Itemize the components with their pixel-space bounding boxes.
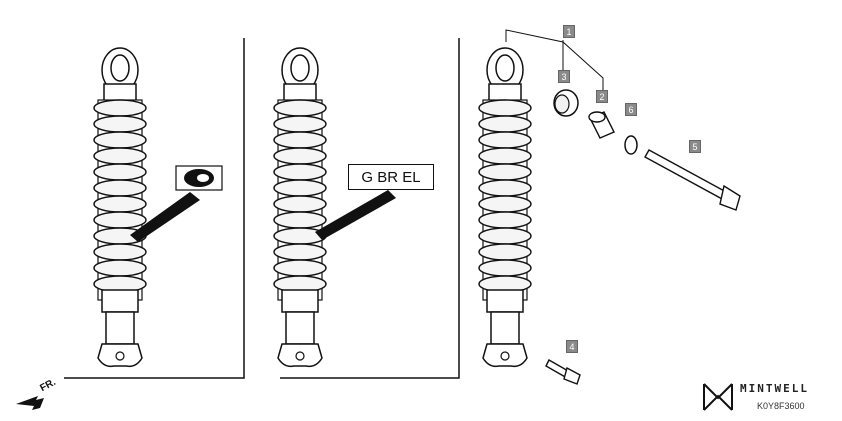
panel-borders xyxy=(64,38,460,379)
bushing-part xyxy=(588,111,615,139)
callout-3: 3 xyxy=(558,70,570,83)
callout-6: 6 xyxy=(625,103,637,116)
shock-absorber-middle xyxy=(273,47,327,368)
washer-part xyxy=(624,135,638,155)
shock-absorber-left xyxy=(93,47,147,368)
brand-name: MINTWELL xyxy=(740,382,809,395)
mintwell-logo-mark xyxy=(703,383,733,411)
callout-2: 2 xyxy=(596,90,608,103)
collar-part xyxy=(553,89,579,117)
shock-absorber-right xyxy=(478,47,532,368)
grade-label: G BR EL xyxy=(348,164,434,190)
part-code: K0Y8F3600 xyxy=(757,401,805,411)
middle-label-pointer xyxy=(315,190,396,240)
callout-leaders xyxy=(505,29,604,90)
callout-5: 5 xyxy=(689,140,701,153)
left-marker-callout xyxy=(130,165,223,242)
short-bolt-part xyxy=(545,359,581,385)
callout-1: 1 xyxy=(563,25,575,38)
front-direction-arrow xyxy=(16,396,44,410)
callout-4: 4 xyxy=(566,340,578,353)
long-bolt-part xyxy=(644,149,741,211)
